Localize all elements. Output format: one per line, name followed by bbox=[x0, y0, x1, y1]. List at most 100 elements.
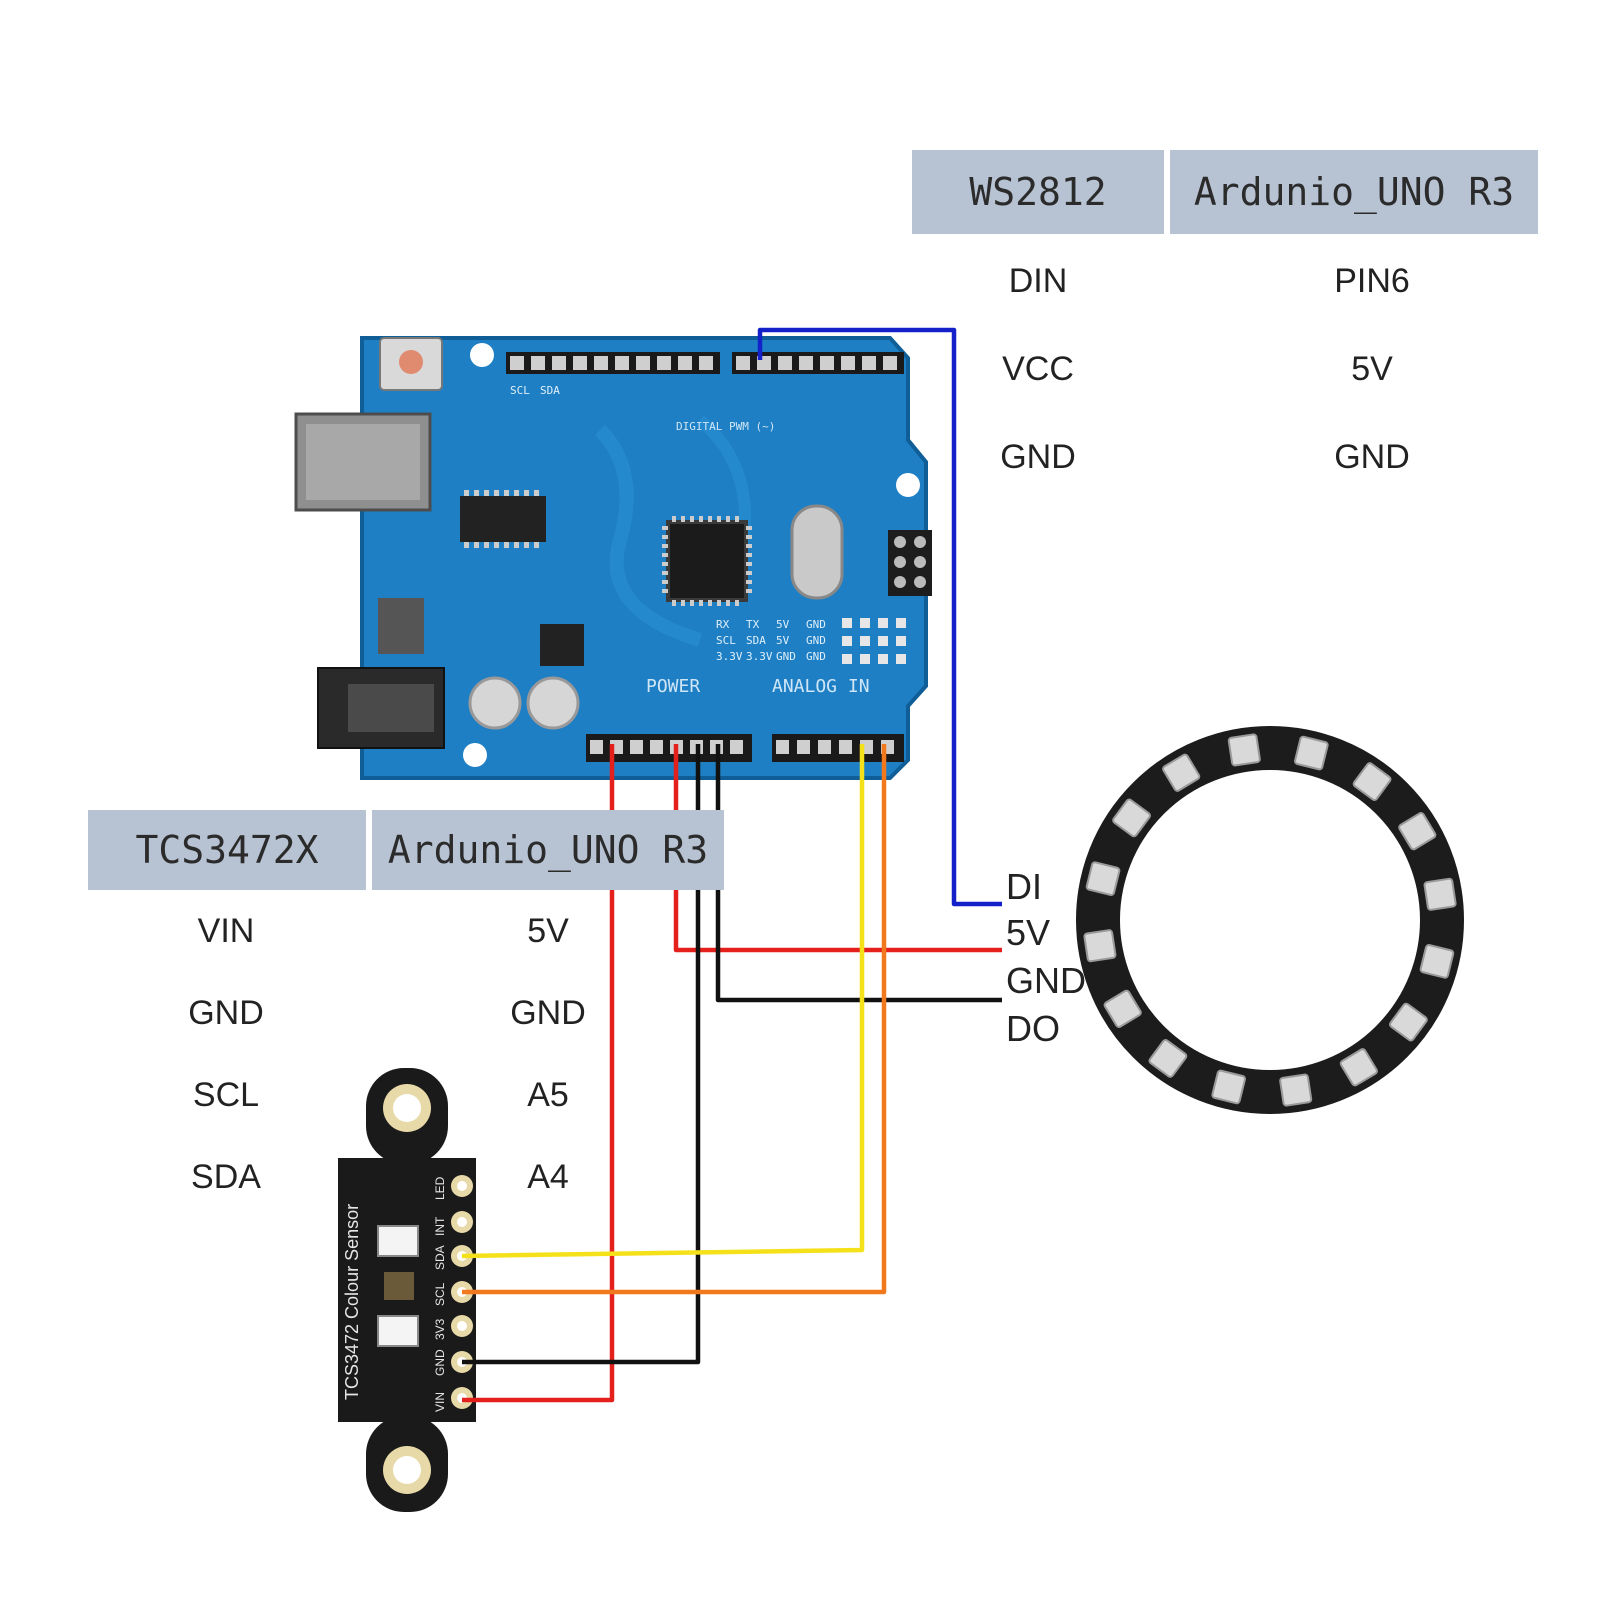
tcs-device-pin: SDA bbox=[191, 1158, 261, 1196]
ws2812-led bbox=[1294, 735, 1329, 771]
header-pin bbox=[590, 740, 603, 754]
chip-pin bbox=[514, 490, 519, 496]
header-pin bbox=[883, 356, 897, 370]
chip-pin bbox=[662, 526, 668, 530]
icsp-pin bbox=[914, 536, 926, 548]
pad bbox=[860, 636, 870, 646]
silkscreen-label: 3.3V bbox=[746, 650, 773, 663]
header-pin bbox=[657, 356, 671, 370]
ws-arduino-header: Ardunio_UNO R3 bbox=[1170, 150, 1538, 234]
tcs-device-pin: SCL bbox=[192, 1076, 260, 1114]
silkscreen-label: GND bbox=[776, 650, 796, 663]
ws2812-led bbox=[1423, 877, 1457, 911]
header-pin bbox=[699, 356, 713, 370]
chip-pin bbox=[474, 542, 479, 548]
ws2812-led bbox=[1085, 861, 1121, 896]
header-pin bbox=[730, 740, 743, 754]
ws-arduino-pin: GND bbox=[1334, 438, 1410, 476]
chip-pin bbox=[662, 553, 668, 557]
pad bbox=[860, 618, 870, 628]
wire-yellow-sda bbox=[461, 744, 865, 1259]
capacitor bbox=[468, 676, 522, 730]
ws-device-pin: DIN bbox=[1008, 262, 1068, 300]
header-pin bbox=[573, 356, 587, 370]
header-pin bbox=[839, 740, 852, 754]
ws-device-pin: VCC bbox=[1002, 350, 1074, 388]
ws-arduino-pin: 5V bbox=[1351, 350, 1393, 388]
chip-pin bbox=[662, 535, 668, 539]
chip-pin bbox=[464, 490, 469, 496]
chip-pin bbox=[708, 600, 712, 606]
chip-pin bbox=[484, 542, 489, 548]
chip-pin bbox=[717, 600, 721, 606]
ws2812-led bbox=[1419, 944, 1455, 979]
sensor-pin-label: 3V3 bbox=[433, 1318, 447, 1340]
chip-pin bbox=[662, 571, 668, 575]
silkscreen-label: 5V bbox=[776, 634, 790, 647]
sensor-pin-label: GND bbox=[433, 1349, 447, 1376]
pad bbox=[842, 636, 852, 646]
ws2812-led bbox=[1103, 989, 1142, 1028]
header-pin bbox=[797, 740, 810, 754]
header-pin bbox=[736, 356, 750, 370]
chip-pin bbox=[735, 600, 739, 606]
wire-blue-din bbox=[757, 327, 1002, 907]
white-led bbox=[377, 1315, 419, 1347]
sensor-pin-label: SDA bbox=[433, 1245, 447, 1270]
mounting-hole bbox=[896, 473, 920, 497]
header-pin bbox=[636, 356, 650, 370]
icsp-pin bbox=[894, 576, 906, 588]
power-label: POWER bbox=[646, 676, 700, 697]
ws2812-led bbox=[1112, 798, 1151, 838]
header-pin bbox=[615, 356, 629, 370]
chip-pin bbox=[746, 589, 752, 593]
ws2812-led bbox=[1339, 1048, 1378, 1087]
wire-group bbox=[461, 327, 1002, 1403]
chip-pin bbox=[699, 600, 703, 606]
pad bbox=[878, 654, 888, 664]
header-pin bbox=[776, 740, 789, 754]
mounting-hole bbox=[470, 343, 494, 367]
sensor-pin-label: LED bbox=[433, 1176, 447, 1200]
chip-pin bbox=[746, 562, 752, 566]
chip-pin bbox=[514, 542, 519, 548]
header-pin bbox=[678, 356, 692, 370]
arduino-uno-board bbox=[294, 336, 932, 780]
chip-pin bbox=[494, 490, 499, 496]
chip-pin bbox=[524, 542, 529, 548]
icsp-pin bbox=[914, 556, 926, 568]
mounting-hole bbox=[463, 743, 487, 767]
chip-pin bbox=[662, 580, 668, 584]
chip-pin bbox=[690, 516, 694, 522]
chip-pin bbox=[662, 589, 668, 593]
digital-header-right bbox=[732, 352, 904, 374]
tcs-arduino-pin: A4 bbox=[527, 1158, 569, 1196]
chip-pin bbox=[746, 580, 752, 584]
chip-pin bbox=[534, 542, 539, 548]
analog-in-label: ANALOG IN bbox=[772, 676, 870, 697]
ws-arduino-pin: PIN6 bbox=[1334, 262, 1410, 300]
ring-pin-label: DI bbox=[1006, 866, 1042, 907]
chip-pin bbox=[681, 516, 685, 522]
silkscreen-label: 3.3V bbox=[716, 650, 743, 663]
header-pin-row bbox=[464, 356, 926, 754]
chip-pin bbox=[662, 544, 668, 548]
crystal-oscillator bbox=[790, 504, 844, 600]
header-pin bbox=[818, 740, 831, 754]
tcs-arduino-pin: 5V bbox=[527, 912, 569, 950]
ws-device-pin: GND bbox=[1000, 438, 1076, 476]
ws2812-led bbox=[1083, 929, 1117, 963]
header-pin bbox=[630, 740, 643, 754]
chip-pin bbox=[746, 553, 752, 557]
ws2812-led-ring bbox=[1076, 726, 1464, 1114]
chip-pin bbox=[662, 562, 668, 566]
silkscreen-label: GND bbox=[806, 650, 826, 663]
ws2812-led bbox=[1211, 1069, 1246, 1105]
ws2812-led bbox=[1389, 1002, 1428, 1042]
ws2812-led bbox=[1398, 812, 1437, 851]
header-pin bbox=[799, 356, 813, 370]
